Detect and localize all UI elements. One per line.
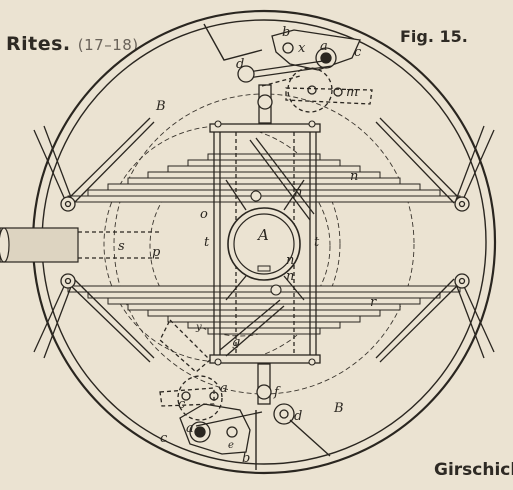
- label-B-top: B: [155, 99, 166, 114]
- label-d-top: d: [236, 57, 244, 72]
- label-p: p: [152, 245, 161, 260]
- label-a-mid: a: [220, 381, 228, 396]
- series-title: Rites. (17–18): [6, 33, 139, 55]
- label-s: s: [118, 239, 125, 254]
- label-B-bottom: B: [333, 401, 344, 416]
- label-x: x: [298, 41, 306, 56]
- lower-leaf-spring: [67, 285, 461, 335]
- author-signature: Girschick: [434, 460, 513, 480]
- label-t-left: t: [204, 235, 210, 250]
- label-n-2: n: [350, 169, 358, 184]
- axle-stub: [0, 227, 160, 263]
- lower-rim-notch: [203, 23, 331, 470]
- label-e: e: [228, 440, 234, 451]
- upper-linkage: [237, 29, 373, 124]
- label-a-top: a: [320, 39, 328, 54]
- lower-linkage: [159, 318, 295, 455]
- label-g: g: [232, 335, 240, 350]
- label-n-3: n: [286, 253, 294, 268]
- label-n-4: n: [286, 269, 294, 284]
- label-c-mid: c: [178, 397, 186, 412]
- label-b-bottom: b: [242, 451, 250, 466]
- label-t-right: t: [314, 235, 320, 250]
- spring-shackles: [33, 117, 495, 363]
- figure-number: Fig. 15.: [400, 27, 468, 46]
- spring-eyes: [60, 196, 470, 289]
- series-name: Rites.: [6, 33, 71, 55]
- label-o: o: [200, 207, 208, 222]
- label-c-top: c: [354, 45, 362, 60]
- label-b-top: b: [282, 25, 290, 40]
- label-c-bottom: c: [160, 431, 168, 446]
- frame-pins: [214, 120, 316, 366]
- label-a-bottom: a: [186, 421, 194, 436]
- label-y: y: [195, 322, 202, 333]
- series-reference: (17–18): [77, 36, 139, 54]
- diagram-labels: B B A o p s t t n n n n r a b x c d m a …: [118, 25, 377, 466]
- hub: [227, 207, 301, 281]
- label-r: r: [370, 295, 377, 310]
- upper-leaf-spring: [67, 153, 461, 203]
- label-d-bottom: d: [294, 409, 302, 424]
- label-A: A: [256, 226, 269, 244]
- central-frame: [209, 123, 321, 364]
- label-n-1: n: [294, 185, 302, 200]
- label-f: f: [273, 385, 281, 400]
- label-m: m: [346, 85, 358, 100]
